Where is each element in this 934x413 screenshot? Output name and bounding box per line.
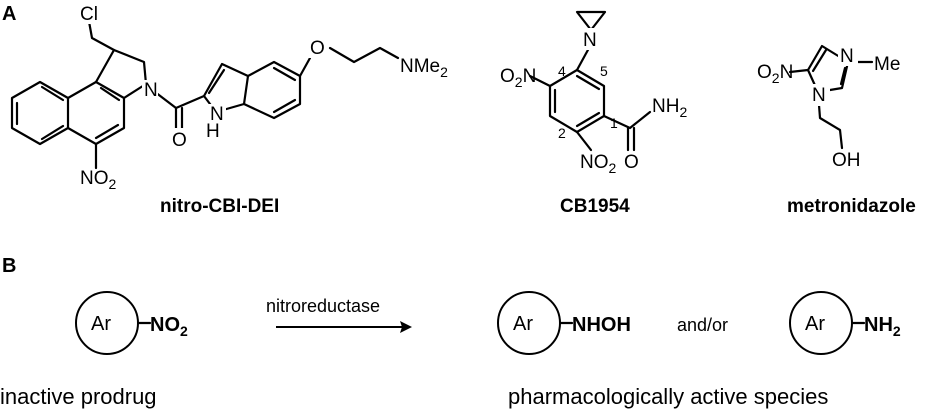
cbi-pyrroline-ring — [94, 48, 148, 100]
cbi-benzo-ring — [10, 80, 70, 146]
metronidazole-atom-n-top: N — [840, 46, 854, 67]
dei-ether-bond — [298, 56, 312, 78]
atom-nme2: NMe2 — [400, 56, 448, 80]
nitro-cbi-dei-structure: Cl N O N H O NMe2 NO2 — [10, 4, 448, 192]
cb1954-position-4: 4 — [558, 63, 566, 79]
panel-a-label: A — [2, 3, 16, 25]
cb1954-aziridine-ring — [575, 10, 607, 32]
dei-benzo-ring — [242, 60, 302, 120]
compound-name-cb1954: CB1954 — [560, 196, 630, 217]
product2-group: NH2 — [864, 314, 901, 339]
product1-group: NHOH — [572, 314, 631, 336]
dei-benzo-double-1 — [272, 66, 297, 82]
cbi-benzo-double-3 — [40, 85, 65, 102]
reaction-arrow-head — [400, 321, 412, 333]
metronidazole-atom-n-ring: N — [812, 85, 826, 106]
cbi-middle-double-1 — [99, 86, 121, 102]
atom-h-indole: H — [206, 121, 220, 142]
cb1954-atom-o2n: O2N — [500, 66, 536, 90]
cbi-middle-double-2 — [94, 123, 120, 140]
product1-ring-label: Ar — [513, 313, 533, 335]
atom-cl: Cl — [80, 4, 98, 25]
atom-n-indole: N — [210, 104, 224, 125]
cbi-benzo-double-2 — [40, 124, 65, 141]
atom-no2-cbi: NO2 — [80, 168, 117, 192]
metronidazole-atom-o2n: O2N — [757, 62, 793, 86]
arrow-label: nitroreductase — [266, 296, 380, 316]
metronidazole-double-1 — [811, 48, 828, 73]
cbi-middle-ring — [66, 80, 126, 146]
cb1954-position-2: 2 — [558, 125, 566, 141]
and-or-connector: and/or — [677, 315, 728, 335]
metronidazole-atom-oh: OH — [832, 150, 861, 171]
metronidazole-atom-me: Me — [874, 54, 900, 75]
cb1954-structure: N O2N NO2 NH2 O 4 5 2 1 — [500, 10, 687, 176]
cb1954-atom-no2-bottom: NO2 — [580, 152, 617, 176]
dei-ethyl-chain — [328, 46, 400, 64]
cb1954-aziridine-bond — [575, 46, 591, 72]
cbi-amide-chain — [153, 90, 206, 110]
atom-o-ether: O — [310, 38, 325, 59]
caption-inactive-prodrug: inactive prodrug — [0, 384, 157, 409]
cb1954-atom-o: O — [624, 152, 639, 173]
panel-b-label: B — [2, 255, 16, 277]
cb1954-atom-n-aziridine: N — [583, 30, 597, 51]
prodrug-ring-label: Ar — [91, 313, 111, 335]
cb1954-nitro-bottom-bond — [575, 130, 593, 152]
atom-n-cbi: N — [144, 80, 158, 101]
cb1954-position-1: 1 — [610, 115, 618, 131]
cb1954-atom-nh2: NH2 — [652, 96, 687, 120]
compound-name-nitro-cbi-dei: nitro-CBI-DEI — [160, 196, 279, 217]
metronidazole-nitro-bond — [788, 68, 810, 74]
cb1954-double-1 — [575, 74, 601, 91]
atom-o-carbonyl: O — [172, 130, 187, 151]
product2-ring-label: Ar — [805, 313, 825, 335]
cb1954-nitro-left-bond — [528, 74, 552, 88]
metronidazole-structure: N N Me O2N OH — [757, 44, 900, 171]
cb1954-double-2 — [575, 111, 601, 128]
dei-benzo-double-2 — [272, 98, 297, 114]
cb1954-position-5: 5 — [600, 63, 608, 79]
cb1954-amide-bond — [602, 110, 652, 130]
caption-active-species: pharmacologically active species — [508, 384, 828, 409]
dei-pyrrole-double — [207, 68, 226, 95]
cb1954-benzene-ring — [548, 68, 606, 134]
prodrug-group: NO2 — [150, 314, 188, 339]
compound-name-metronidazole: metronidazole — [787, 196, 916, 217]
metronidazole-double-2 — [839, 66, 847, 86]
